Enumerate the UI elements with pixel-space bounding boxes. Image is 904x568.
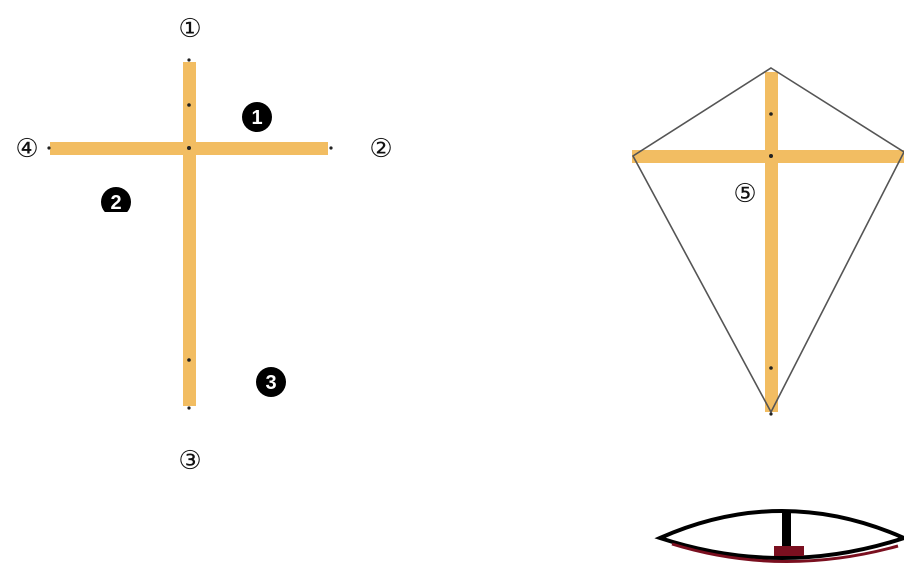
badge-number: 1 [251, 107, 262, 129]
spar-end-dot-top [187, 58, 190, 61]
spar-dot-upper [187, 103, 191, 107]
cross-frame [47, 58, 332, 409]
kite-vertical-spar [765, 72, 778, 412]
label-right: ② [369, 134, 392, 164]
kite-dot-lower [769, 366, 773, 370]
spar-crossing-dot [187, 146, 191, 150]
kite-horizontal-spar [632, 150, 904, 163]
badge-number: 3 [265, 372, 276, 394]
spar-end-dot-bottom [187, 406, 190, 409]
badge-number: 2 [110, 192, 121, 214]
label-kite: ⑤ [733, 179, 756, 209]
label-top: ① [178, 14, 201, 44]
spar-end-dot-right [329, 146, 332, 149]
spar-dot-lower [187, 358, 191, 362]
bow-frame [660, 511, 904, 562]
vertical-spar [183, 62, 196, 406]
kite-crossing-dot [769, 154, 773, 158]
spar-end-dot-left [47, 146, 50, 149]
label-bottom: ③ [178, 446, 201, 476]
kite-dot-upper [769, 112, 773, 116]
label-left: ④ [15, 134, 38, 164]
kite-end-dot-bottom [769, 412, 772, 415]
step-badge-1: 1 [242, 102, 272, 132]
step-badge-2: 2 [101, 187, 131, 217]
step-badge-3: 3 [256, 367, 286, 397]
bow-post-base [774, 546, 804, 556]
kite [632, 68, 904, 416]
